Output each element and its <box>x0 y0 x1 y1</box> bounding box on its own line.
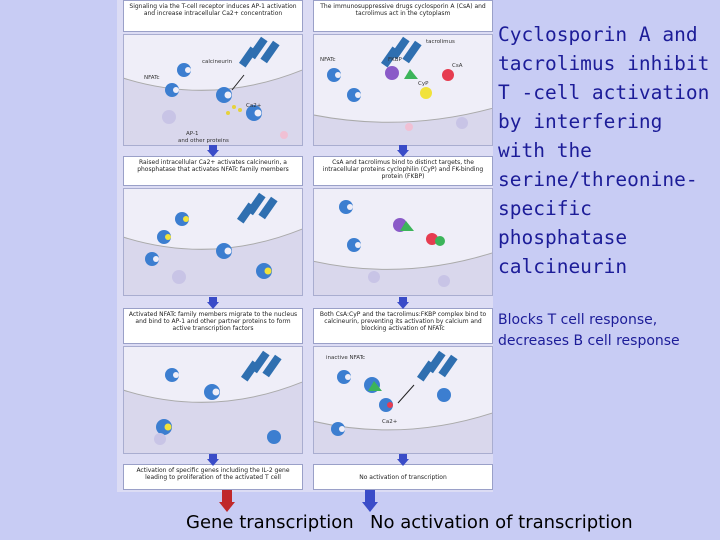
left-panel-4-caption: Activation of specific genes including t… <box>123 464 303 490</box>
step-arrow-icon <box>207 145 219 157</box>
right-panel-2-diagram <box>314 200 492 295</box>
left-panel-2-cell <box>123 188 303 296</box>
step-arrow-icon <box>397 454 409 466</box>
gene-transcription-arrow-icon <box>219 490 235 512</box>
left-panel-1-diagram <box>124 36 302 145</box>
right-panel-4-caption: No activation of transcription <box>313 464 493 490</box>
receptor-icon <box>238 36 280 68</box>
right-panel-3-cell: inactive NFATc Ca2+ <box>313 346 493 454</box>
inactive-nfatc-label: inactive NFATc <box>326 355 366 361</box>
nfatc-label: NFATc <box>144 75 160 81</box>
no-transcription-arrow-icon <box>362 490 378 512</box>
left-panel-2-caption: Raised intracellular Ca2+ activates calc… <box>123 156 303 186</box>
left-panel-1-caption: Signaling via the T-cell receptor induce… <box>123 0 303 32</box>
left-panel-3-diagram <box>124 350 302 453</box>
right-panel-1-caption: The immunosuppressive drugs cyclosporin … <box>313 0 493 32</box>
no-transcription-label: No activation of transcription <box>370 512 633 533</box>
right-panel-3-diagram <box>314 350 492 453</box>
right-panel-3-caption: Both CsA:CyP and the tacrolimus:FKBP com… <box>313 308 493 344</box>
left-panel-2-diagram <box>124 192 302 295</box>
subtitle-line-2: decreases B cell response <box>498 333 680 349</box>
subtitle-line-1: Blocks T cell response, <box>498 312 658 328</box>
cyp-label: CyP <box>418 81 429 87</box>
nfatc-label-right: NFATc <box>320 57 336 63</box>
left-panel-3-caption: Activated NFATc family members migrate t… <box>123 308 303 344</box>
csa-label: CsA <box>452 63 463 69</box>
step-arrow-icon <box>207 454 219 466</box>
left-panel-1-cell: calcineurin NFATc Ca2+ AP-1 and other pr… <box>123 34 303 146</box>
ap1-label: AP-1 <box>186 131 199 137</box>
ca-label: Ca2+ <box>246 103 262 109</box>
other-proteins-label: and other proteins <box>178 138 229 144</box>
right-panel-1-diagram <box>314 36 492 145</box>
fkbp-label: FKBP <box>388 57 402 63</box>
slide-subtitle: Blocks T cell response, decreases B cell… <box>498 310 720 352</box>
right-panel-2-caption: CsA and tacrolimus bind to distinct targ… <box>313 156 493 186</box>
step-arrow-icon <box>207 297 219 309</box>
gene-transcription-label: Gene transcription <box>186 512 354 533</box>
right-panel-2-cell <box>313 188 493 296</box>
calcineurin-label: calcineurin <box>202 59 233 65</box>
step-arrow-icon <box>397 145 409 157</box>
left-panel-3-cell <box>123 346 303 454</box>
step-arrow-icon <box>397 297 409 309</box>
tacrolimus-label: tacrolimus <box>426 39 455 45</box>
ca-label-right: Ca2+ <box>382 419 398 425</box>
immunosuppression-figure: Signaling via the T-cell receptor induce… <box>117 0 493 492</box>
slide-title: Cyclosporin A and tacrolimus inhibit T -… <box>498 23 710 278</box>
right-panel-1-cell: tacrolimus NFATc FKBP CsA CyP <box>313 34 493 146</box>
